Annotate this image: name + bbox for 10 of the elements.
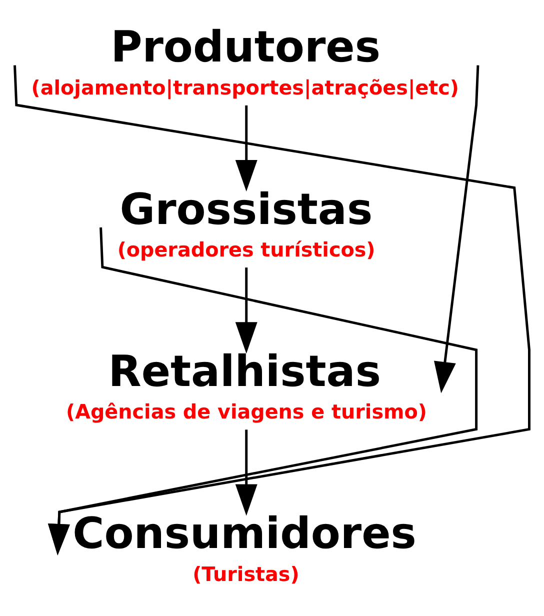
node-text: Grossistas (operadores turísticos) (117, 184, 376, 262)
node-text: Retalhistas (Agências de viagens e turismo) (66, 346, 427, 424)
arrow (434, 64, 480, 393)
arrow (235, 104, 258, 191)
node-text: Produtores (alojamento|transportes|atrações|etc) (31, 22, 459, 99)
arrow (14, 64, 530, 555)
arrow (48, 226, 478, 555)
arrow (235, 267, 258, 354)
node-text: Consumidores (Turistas) (72, 508, 416, 586)
arrow (235, 429, 258, 516)
